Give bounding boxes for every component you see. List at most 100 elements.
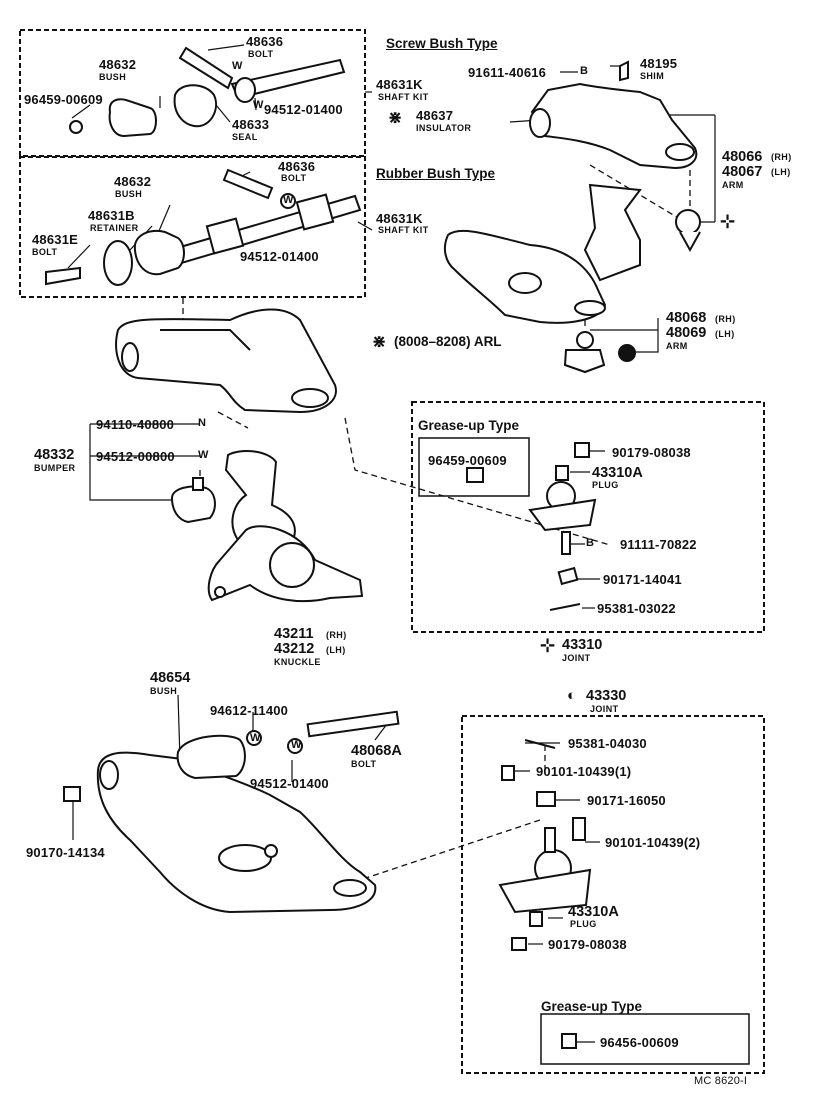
half-circle-icon: ◐ [567,687,577,704]
knuckle-rh-side: (RH) [326,630,347,640]
diagram-code: MC 8620-I [694,1075,748,1087]
nut-14041-number: 90171-14041 [603,572,682,587]
screw-shaft-kit-number: 48631K [376,77,423,92]
nut-08038-lower-number: 90179-08038 [548,937,627,952]
rubber-bush-number: 48632 [114,174,152,189]
arl-arm-rh-number: 48068 [666,310,707,326]
insulator-name: INSULATOR [416,123,472,133]
lower-bolt-name: BOLT [351,759,377,769]
rubber-bush-parts [45,168,362,286]
bolt-10439-2-number: 90101-10439(2) [605,835,701,850]
screw-seal-number: 48633 [232,117,270,132]
arl-arm-rh-side: (RH) [715,314,736,324]
rubber-bolt-2 [45,266,81,286]
washer-icon: W [283,194,294,206]
knuckle-lh-side: (LH) [326,645,346,655]
nut-16050-number: 90171-16050 [587,793,666,808]
grease-fitting-2-number: 96456-00609 [600,1035,679,1050]
screw-bolt-name: BOLT [248,49,274,59]
bolt-70822-number: 91111-70822 [620,537,697,552]
plug-lower-name: PLUG [570,919,597,929]
lower-bush-name: BUSH [150,686,178,696]
asterisk-icon: ⋇ [388,108,403,127]
rubber-shaft-kit-name: SHAFT KIT [378,225,429,235]
washer-icon: W [291,739,302,751]
screw-bolt-number: 48636 [246,34,284,49]
retainer-name: RETAINER [90,223,139,233]
upper-arm-name: ARM [722,180,744,190]
screw-bush-parts [69,46,346,138]
grease-up-type-heading-1: Grease-up Type [418,418,520,433]
lower-bolt [306,710,400,738]
washer-icon: W [253,99,264,111]
lower-bush-number: 48654 [150,670,191,686]
bumper-name: BUMPER [34,463,76,473]
washer-icon: W [250,732,261,744]
screw-fitting-number: 96459-00609 [24,92,103,107]
screw-bush-number: 48632 [99,57,137,72]
shim-name: SHIM [640,71,665,81]
screw-washer-number: 94512-01400 [264,102,343,117]
arl-arm-name: ARM [666,341,688,351]
screw-shaft-kit-name: SHAFT KIT [378,92,429,102]
grease-up-fitting-frame-1 [418,437,530,497]
insulator-number: 48637 [416,108,454,123]
cross-mark-icon: ⊹ [540,635,556,655]
lower-arm [63,710,400,914]
bolt-icon: B [586,537,595,549]
rubber-bush-box [19,156,366,298]
upper-arm-right [529,60,698,170]
joint-upper-number: 43310 [562,637,603,653]
screw-fitting [69,120,83,134]
joint-upper-name: JOINT [562,653,591,663]
lower-nut-number: 90170-14134 [26,845,105,860]
plug-lower-number: 43310A [568,904,619,920]
screw-bush-type-heading: Screw Bush Type [386,36,498,51]
screw-bolt [178,46,234,90]
rubber-bolt-number: 48636 [278,159,316,174]
upper-bolt-number: 91611-40616 [468,65,547,80]
screw-bush [108,98,157,138]
screw-seal [173,84,218,128]
asterisk-icon: ⋇ [372,332,387,351]
joint-lower-number: 43330 [586,688,627,704]
bumper-number: 48332 [34,447,75,463]
lower-bush [176,734,246,780]
knuckle-lh-number: 43212 [274,641,315,657]
production-note: (8008–8208) ARL [394,334,502,349]
bolt-icon: B [580,65,589,77]
screw-bush-name: BUSH [99,72,127,82]
knuckle-name: KNUCKLE [274,657,321,667]
arl-arm-lh-number: 48069 [666,325,707,341]
knuckle-rh-number: 43211 [274,626,314,642]
upper-arm-rh-side: (RH) [771,152,792,162]
arl-ball-joint [563,331,636,374]
rubber-washer-number: 94512-01400 [240,249,319,264]
plug-name: PLUG [592,480,619,490]
grease-up-box-lower [461,715,765,1074]
lower-washer-a-number: 94612-11400 [210,703,289,718]
arl-arm-lh-side: (LH) [715,329,735,339]
nut-icon: N [198,417,207,429]
nut-08038-number: 90179-08038 [612,445,691,460]
pin-04030-number: 95381-04030 [568,736,647,751]
grease-up-box-upper [411,401,765,633]
bumper-nut-number: 94110-40800 [96,417,175,432]
rubber-bolt2-name: BOLT [32,247,58,257]
knuckle [207,449,364,603]
arl-arm [443,229,607,324]
shim-number: 48195 [640,56,678,71]
washer-icon: W [198,449,209,461]
upper-arm-left [115,308,337,414]
lower-bolt-number: 48068A [351,743,402,759]
plug-number: 43310A [592,465,643,481]
joint-lower-name: JOINT [590,704,619,714]
retainer-number: 48631B [88,208,135,223]
bumper [170,477,216,524]
lower-washer-b-number: 94512-01400 [250,776,329,791]
rubber-shaft-kit-number: 48631K [376,211,423,226]
rubber-bush-type-heading: Rubber Bush Type [376,166,496,181]
pin-03022-number: 95381-03022 [597,601,676,616]
